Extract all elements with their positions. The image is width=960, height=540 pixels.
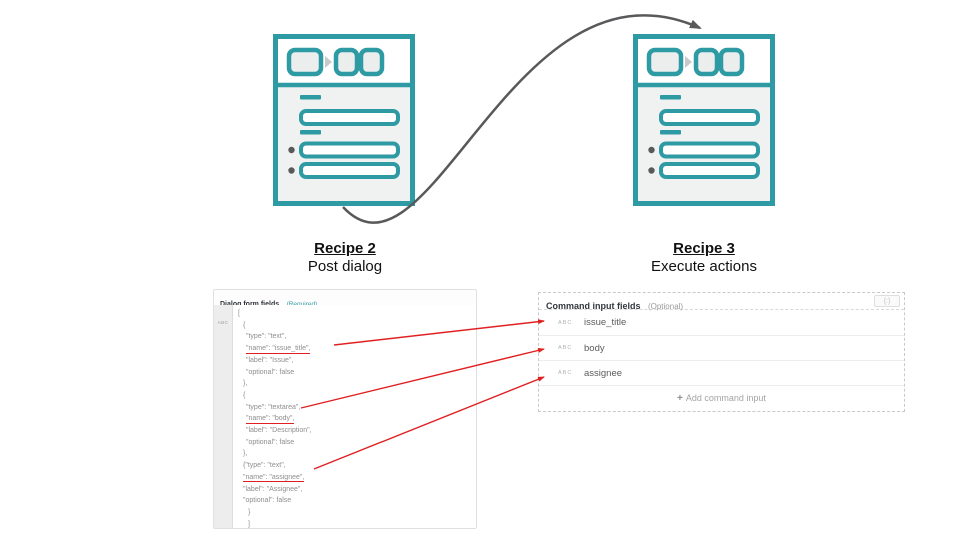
code-line: "type": "textarea", [246,403,301,411]
text-type-icon: ABC [558,319,573,326]
code-line: { [243,321,246,329]
code-line: "label": "Issue", [246,356,294,364]
code-gutter: ABC [214,305,233,528]
input-field-shape [299,162,400,179]
dialog-panel-title: Dialog form fields [220,301,279,308]
text-type-icon: ABC [558,345,573,351]
field-label-bar [300,130,321,135]
recipe3-dialog-form-icon [633,34,775,206]
header-square-icon [358,47,385,77]
command-input-row[interactable]: ABC body [539,335,904,360]
bullet-dot [288,167,295,174]
input-field-shape [659,109,760,126]
code-view-toggle-button[interactable]: {:} [874,295,900,307]
code-line: "name": "assignee", [233,472,476,484]
code-line: [ [238,310,240,317]
code-line: "name": "issue_title", [233,343,476,355]
command-input-name: issue_title [584,317,627,328]
code-line: "label": "Description", [246,427,312,435]
code-line: }, [243,380,248,388]
command-input-name: assignee [584,367,623,379]
field-label-bar [300,95,321,100]
code-line: "optional": false [243,497,292,505]
recipe3-subtitle: Execute actions [651,258,757,275]
input-field-shape [659,141,760,159]
code-line: } [248,508,251,516]
header-square-icon [718,47,745,77]
field-label-bar [660,95,681,100]
plus-icon: + [677,393,683,404]
code-line: "optional": false [246,368,295,376]
code-line: }, [243,450,248,458]
command-input-row[interactable]: ABC issue_title [539,310,904,335]
header-square-icon [693,47,720,77]
dialog-panel-header: Dialog form fields (Required) [214,290,476,308]
command-input-row[interactable]: ABC assignee [539,360,904,385]
field-label-bar [660,130,681,135]
underlined-code-text: "name": "issue_title", [246,345,311,354]
bullet-dot [288,146,295,154]
code-line: {"type": "text", [243,462,286,470]
recipe2-dialog-form-icon [273,34,415,206]
command-panel-header: Command input fields (Optional) {:} [539,293,904,311]
code-line: "label": "Assignee", [243,485,303,493]
add-command-input-label: Add command input [685,393,766,403]
input-field-shape [299,141,400,159]
recipe2-subtitle: Post dialog [307,258,383,275]
optional-badge: (Optional) [647,302,684,311]
text-type-icon: ABC [558,370,573,376]
code-line: "type": "text", [246,333,287,341]
command-panel-title: Command input fields [546,301,641,311]
code-line: "name": "body", [233,413,476,425]
chevron-right-icon [325,56,332,68]
dialog-form-fields-panel: Dialog form fields (Required) ABC [{"typ… [213,289,477,529]
underlined-code-text: "name": "assignee", [243,473,305,483]
input-field-shape [659,162,760,179]
code-line: ] [248,520,250,528]
command-input-fields-panel: Command input fields (Optional) {:} ABC i… [538,292,905,412]
recipe2-title: Recipe 2 [314,240,376,257]
bullet-dot [648,146,655,154]
bullet-dot [648,167,655,174]
required-badge: (Required) [287,301,318,308]
recipe3-label: Recipe 3 Execute actions [594,239,814,276]
header-square-icon [646,47,684,77]
code-line: "optional": false [246,438,295,446]
header-square-icon [333,47,360,77]
add-command-input-button[interactable]: +Add command input [539,385,904,411]
command-input-name: body [584,342,605,354]
text-type-icon: ABC [217,320,229,325]
json-code-lines: [{"type": "text","name": "issue_title","… [233,305,476,528]
input-field-shape [299,109,400,126]
underlined-code-text: "name": "body", [246,415,295,424]
recipe3-title: Recipe 3 [673,240,735,257]
json-code-editor[interactable]: ABC [{"type": "text","name": "issue_titl… [214,305,476,528]
recipe2-label: Recipe 2 Post dialog [235,239,455,276]
header-square-icon [286,47,324,77]
code-line: { [243,391,246,399]
